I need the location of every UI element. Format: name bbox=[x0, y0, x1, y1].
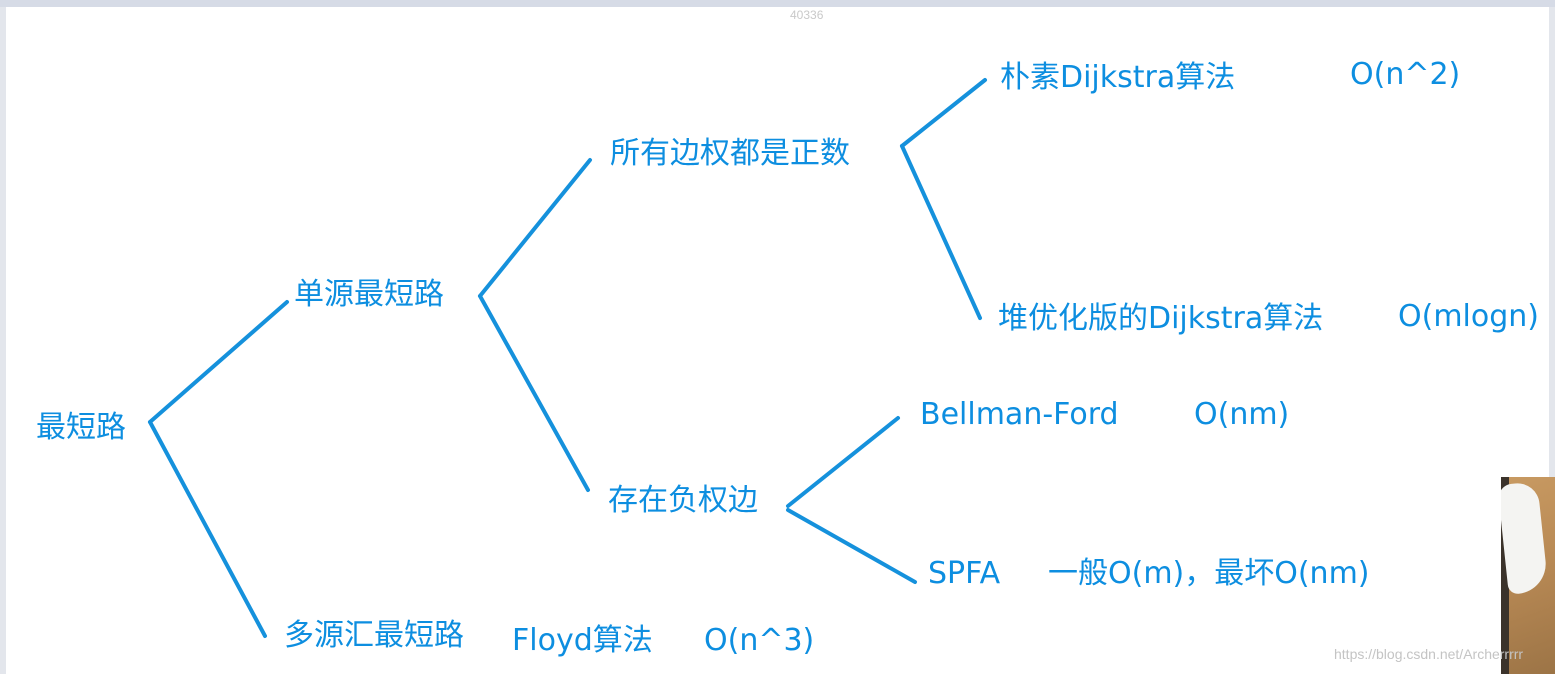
edge-all-positive-heap-dijkstra bbox=[900, 144, 982, 320]
node-multi-source: 多源汇最短路 bbox=[284, 618, 464, 653]
edge-all-positive-naive-dijkstra bbox=[900, 78, 987, 148]
node-single-source: 单源最短路 bbox=[294, 277, 444, 312]
edge-root-single-source bbox=[148, 300, 289, 424]
edge-root-multi-source bbox=[148, 420, 267, 638]
edge-single-source-has-negative bbox=[478, 294, 590, 492]
left-frame-border bbox=[0, 7, 6, 674]
webcam-cloth bbox=[1501, 481, 1549, 595]
node-shortest-path: 最短路 bbox=[36, 410, 126, 445]
top-frame-bar bbox=[0, 0, 1555, 7]
right-frame-border bbox=[1549, 7, 1555, 477]
edge-single-source-all-positive bbox=[478, 158, 592, 298]
edge-has-negative-bellman-ford bbox=[786, 416, 900, 508]
watermark: https://blog.csdn.net/Archerrrrr bbox=[1334, 646, 1524, 662]
spfa-complexity: 一般O(m)，最坏O(nm) bbox=[1048, 556, 1370, 591]
heap-dijkstra-complexity: O(mlogn) bbox=[1398, 299, 1539, 334]
webcam-thumbnail bbox=[1501, 477, 1555, 674]
node-all-positive: 所有边权都是正数 bbox=[610, 136, 850, 171]
node-naive-dijkstra: 朴素Dijkstra算法 bbox=[1000, 60, 1236, 95]
node-has-negative: 存在负权边 bbox=[608, 483, 758, 518]
floyd-algorithm-label: Floyd算法 bbox=[512, 623, 653, 658]
webcam-shadow bbox=[1501, 477, 1509, 674]
node-heap-dijkstra: 堆优化版的Dijkstra算法 bbox=[998, 301, 1324, 336]
naive-dijkstra-complexity: O(n^2) bbox=[1350, 57, 1461, 92]
floyd-complexity: O(n^3) bbox=[704, 623, 815, 658]
bellman-ford-complexity: O(nm) bbox=[1194, 397, 1290, 432]
node-spfa: SPFA bbox=[928, 556, 1001, 591]
page-number: 40336 bbox=[790, 8, 824, 22]
edge-has-negative-spfa bbox=[786, 508, 917, 584]
node-bellman-ford: Bellman-Ford bbox=[920, 397, 1119, 432]
